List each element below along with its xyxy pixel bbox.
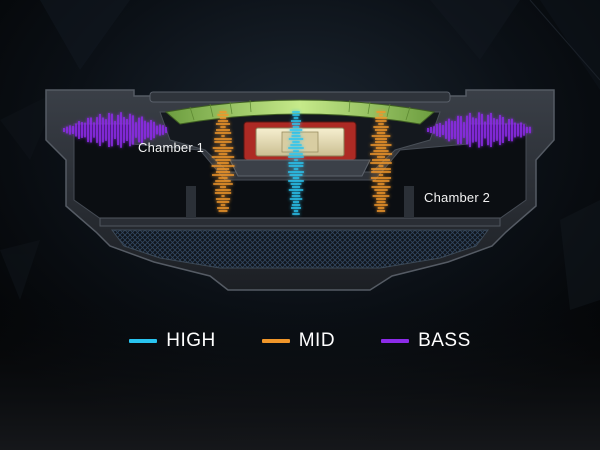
chamber-1-label: Chamber 1	[138, 140, 205, 155]
legend-item-mid: MID	[261, 330, 336, 352]
port-post-left	[186, 186, 196, 218]
chamber-floor	[99, 217, 501, 227]
legend-swatch-mid	[261, 339, 290, 343]
high-wave-center	[288, 111, 304, 215]
legend-swatch-high	[129, 339, 158, 343]
diaphragm-ribs	[189, 99, 411, 121]
legend-swatch-bass	[381, 339, 410, 343]
port-post-right	[404, 186, 414, 218]
mid-wave-left	[211, 111, 235, 212]
legend-label-mid: MID	[298, 330, 336, 351]
legend-item-high: HIGH	[129, 330, 216, 352]
frequency-legend: HIGH MID BASS	[0, 326, 600, 356]
diaphragm	[164, 99, 436, 125]
mesh-grille	[111, 229, 489, 269]
driver-basket	[229, 159, 371, 177]
chamber-2-label: Chamber 2	[424, 190, 491, 205]
bass-wave-left	[63, 112, 167, 148]
mid-wave-right	[369, 111, 393, 212]
legend-item-bass: BASS	[381, 330, 471, 352]
legend-label-bass: BASS	[418, 330, 471, 351]
legend-label-high: HIGH	[166, 330, 216, 351]
driver-pole	[281, 131, 319, 153]
bass-wave-right	[427, 112, 531, 148]
floor-haze	[0, 300, 600, 450]
background-shards	[40, 0, 600, 81]
